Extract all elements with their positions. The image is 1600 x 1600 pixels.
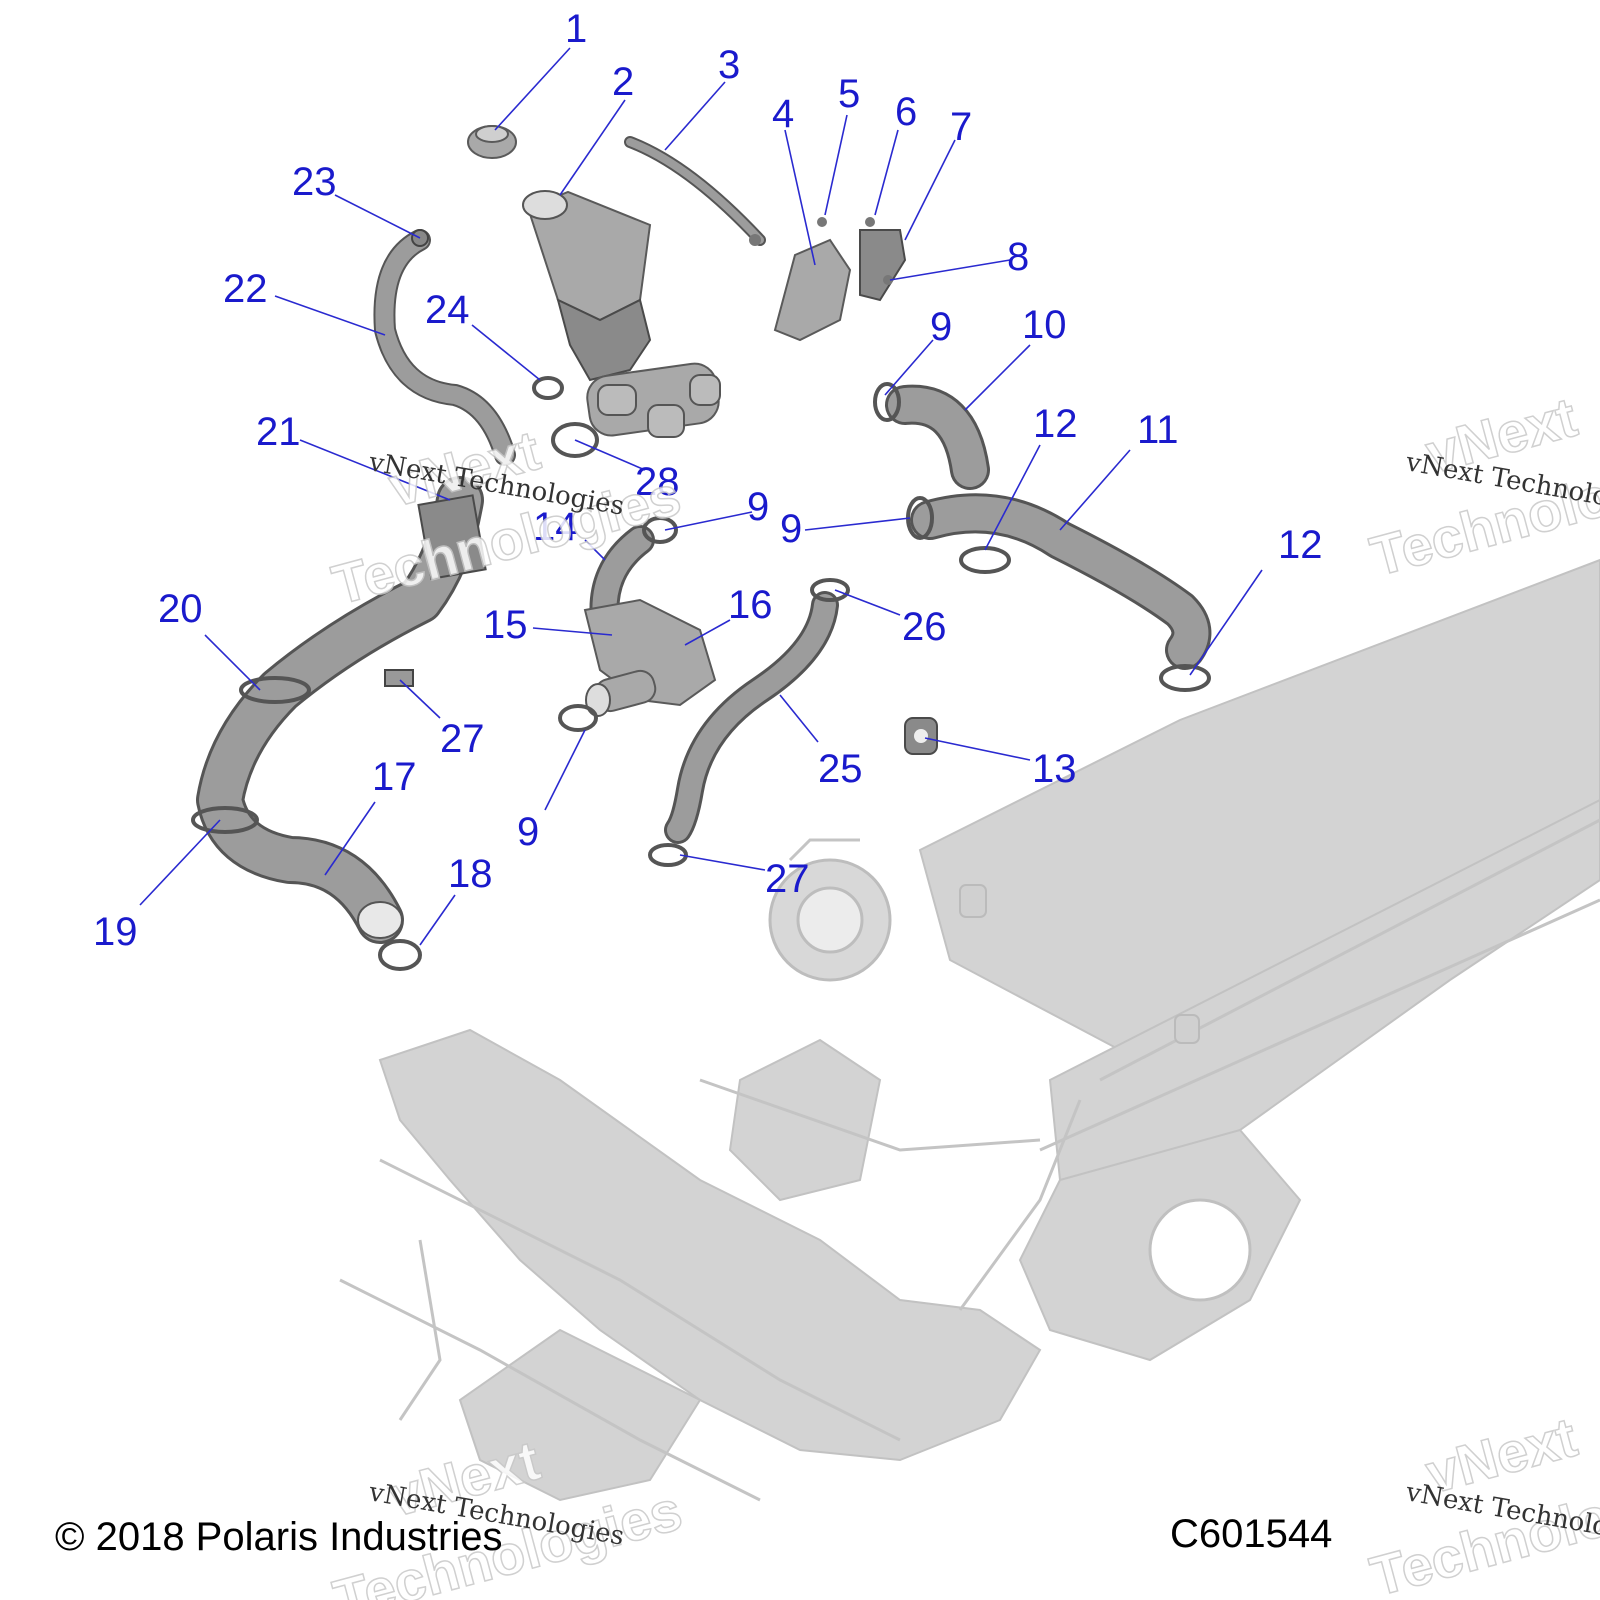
callout-22: 22 xyxy=(223,267,268,311)
callout-11: 11 xyxy=(1137,408,1179,452)
hose-clamp-9-upper xyxy=(642,516,678,544)
watermark-bottom-right: vNext Technologies xyxy=(1363,1404,1600,1600)
callout-19: 19 xyxy=(93,910,138,954)
hose-fitting xyxy=(904,717,938,755)
callout-9-lower: 9 xyxy=(517,810,539,854)
callout-21: 21 xyxy=(256,410,301,454)
callout-14: 14 xyxy=(533,505,578,549)
thermostat-housing xyxy=(583,525,717,717)
callout-27-lower: 27 xyxy=(765,857,810,901)
heater-hose xyxy=(664,591,839,844)
callout-9-upper: 9 xyxy=(747,485,769,529)
copyright-text: © 2018 Polaris Industries xyxy=(55,1515,502,1559)
coolant-fill-neck xyxy=(522,190,721,438)
hose-clamp-9-elbow xyxy=(873,382,901,422)
callout-4: 4 xyxy=(772,92,794,136)
callout-23: 23 xyxy=(292,160,337,204)
elbow-hose xyxy=(885,384,990,490)
callout-5: 5 xyxy=(838,72,860,116)
callout-12-mid: 12 xyxy=(1033,402,1078,446)
engine-mount xyxy=(768,838,892,982)
callout-labels: 1 2 3 4 5 6 7 8 9 10 12 11 23 22 24 21 2… xyxy=(93,7,1323,954)
callout-7: 7 xyxy=(950,105,972,149)
callout-26: 26 xyxy=(902,605,947,649)
leader-lines xyxy=(139,47,1263,946)
callout-9-right: 9 xyxy=(780,507,802,551)
hose-clamp-28 xyxy=(551,422,599,458)
radiator-hose xyxy=(906,493,1212,670)
callout-9-elbow: 9 xyxy=(930,305,952,349)
hose-clamp-18 xyxy=(378,939,422,971)
hose-clamp-27-left xyxy=(384,669,414,687)
callout-27-left: 27 xyxy=(440,717,485,761)
callout-2: 2 xyxy=(612,60,634,104)
hose-clamp-12-mid xyxy=(959,546,1011,574)
callout-15: 15 xyxy=(483,603,528,647)
hose-clamp-27-lower xyxy=(648,843,688,867)
callout-3: 3 xyxy=(718,43,740,87)
callout-8: 8 xyxy=(1007,235,1029,279)
diagram-code: C601544 xyxy=(1170,1512,1332,1556)
callout-24: 24 xyxy=(425,288,470,332)
callout-25: 25 xyxy=(818,747,863,791)
callout-18: 18 xyxy=(448,852,493,896)
hose-clamp-24 xyxy=(532,376,564,400)
vent-hose xyxy=(624,136,766,246)
callout-10: 10 xyxy=(1022,303,1067,347)
radiator-cap xyxy=(467,125,517,159)
callout-17: 17 xyxy=(372,755,417,799)
callout-20: 20 xyxy=(158,587,203,631)
hose-clamp-9-lower xyxy=(558,704,598,732)
callout-1: 1 xyxy=(565,7,587,51)
chassis-frame xyxy=(339,558,1600,1502)
hose-clamp-26 xyxy=(810,578,850,602)
coolant-return-hose xyxy=(191,476,487,944)
callout-6: 6 xyxy=(895,90,917,134)
callout-12-end: 12 xyxy=(1278,523,1323,567)
callout-13: 13 xyxy=(1032,747,1077,791)
callout-16: 16 xyxy=(728,583,773,627)
mounting-bracket xyxy=(749,217,907,342)
hose-clamp-12-end xyxy=(1159,664,1211,692)
callout-28: 28 xyxy=(635,460,680,504)
bypass-hose xyxy=(373,229,516,466)
